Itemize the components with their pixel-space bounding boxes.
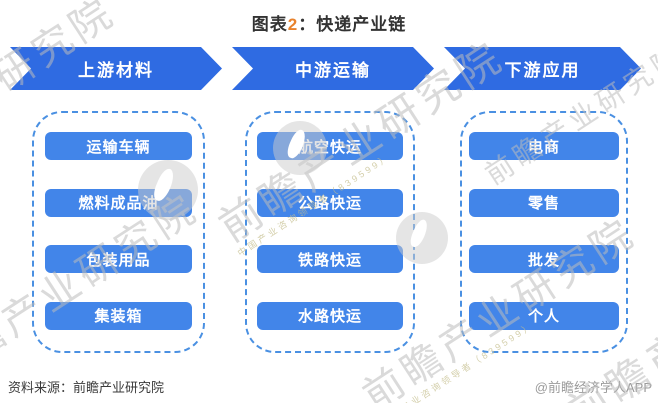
node-packaging-supplies: 包装用品 [45, 245, 192, 274]
page-title: 图表2：快递产业链 [0, 10, 658, 35]
title-number: 2 [287, 15, 299, 34]
node-containers: 集装箱 [45, 301, 192, 330]
node-retail: 零售 [469, 188, 619, 217]
stage-arrow-upstream: 上游材料 [10, 47, 222, 90]
node-transport-vehicles: 运输车辆 [45, 132, 192, 160]
node-individual: 个人 [469, 301, 619, 330]
panel-midstream-transport: 航空快运 公路快运 铁路快运 水路快运 [245, 111, 415, 353]
node-road-express: 公路快运 [257, 188, 403, 217]
title-prefix: 图表 [251, 15, 288, 34]
node-rail-express: 铁路快运 [257, 245, 403, 274]
node-air-express: 航空快运 [257, 132, 403, 160]
stage-arrow-row: 上游材料 中游运输 下游应用 [10, 47, 641, 90]
node-ecommerce: 电商 [469, 132, 619, 160]
panel-downstream-applications: 电商 零售 批发 个人 [460, 111, 628, 353]
data-source-note: 资料来源：前瞻产业研究院 [8, 380, 165, 395]
node-wholesale: 批发 [469, 245, 619, 274]
title-rest: ：快递产业链 [298, 15, 407, 34]
node-water-express: 水路快运 [257, 301, 403, 330]
app-credit-note: @前瞻经济学人APP [534, 380, 652, 395]
stage-arrow-downstream: 下游应用 [444, 47, 641, 90]
node-fuel-refined-oil: 燃料成品油 [45, 188, 192, 217]
panel-upstream-materials: 运输车辆 燃料成品油 包装用品 集装箱 [32, 111, 205, 353]
stage-arrow-midstream: 中游运输 [232, 47, 434, 90]
